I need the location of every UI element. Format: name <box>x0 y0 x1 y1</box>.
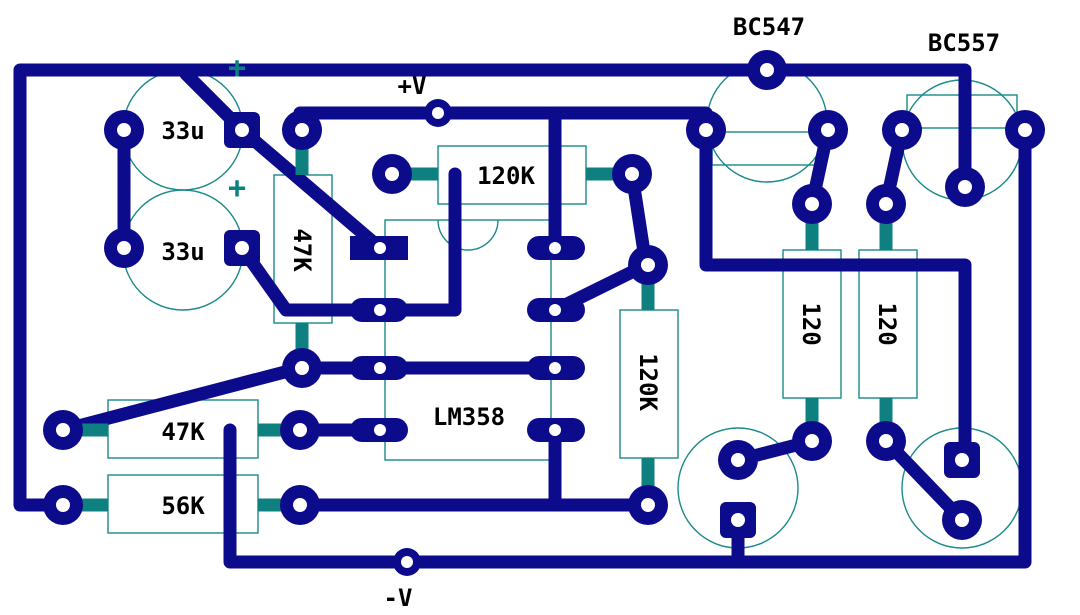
component-labels: BC547 BC557 +V -V 33u 33u + + 47K 120K L… <box>161 13 1000 612</box>
drill-holes <box>56 63 1032 568</box>
label-resistor-120k-top: 120K <box>477 162 535 190</box>
cap-bottom-to-resistor-trace <box>235 241 387 317</box>
negative-rail-trace <box>223 123 1032 569</box>
label-positive-supply: +V <box>398 72 427 100</box>
bc547-flat <box>711 131 823 166</box>
label-bc557: BC557 <box>928 29 1000 57</box>
label-cap-top: 33u <box>161 117 204 145</box>
input-diagonal-trace <box>56 361 307 437</box>
cap-to-opamp-trace <box>235 123 387 255</box>
label-resistor-120-left: 120 <box>797 302 825 345</box>
label-resistor-120k-vertical: 120K <box>634 353 662 411</box>
opamp-lm358-outline <box>384 219 552 461</box>
label-resistor-47k-vertical: 47K <box>288 228 316 272</box>
cap-bottom-plus-marker: + <box>228 171 246 206</box>
cap-top-plus-marker: + <box>228 51 246 86</box>
label-cap-bottom: 33u <box>161 238 204 266</box>
label-opamp: LM358 <box>433 403 505 431</box>
opamp-notch <box>437 219 499 251</box>
label-resistor-47k-horizontal: 47K <box>161 418 205 446</box>
label-negative-supply: -V <box>384 584 413 612</box>
label-resistor-56k: 56K <box>161 492 205 520</box>
label-bc547: BC547 <box>733 13 805 41</box>
label-resistor-120-right: 120 <box>873 302 901 345</box>
outer-ground-loop-trace <box>13 63 972 512</box>
